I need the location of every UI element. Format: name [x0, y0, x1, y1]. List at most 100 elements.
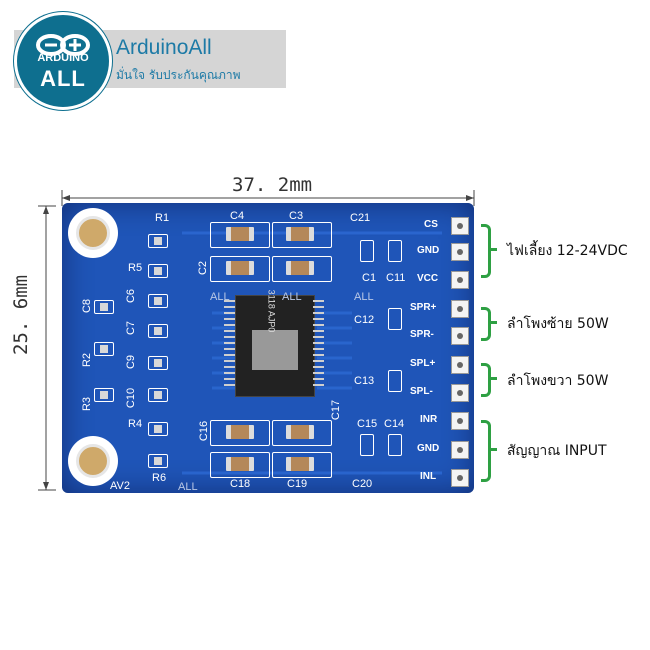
silk-r5: R5: [128, 262, 143, 274]
bracket-right-speaker: [481, 363, 491, 397]
capacitor-c19: [286, 457, 314, 471]
annotation-right-speaker: ลำโพงขวา 50W: [507, 373, 609, 389]
arduino-all-logo-icon: [14, 12, 112, 110]
mounting-hole-top: [68, 208, 118, 258]
capacitor-c10: [148, 388, 168, 402]
annotation-left-speaker: ลำโพงซ้าย 50W: [507, 316, 609, 332]
silk-c14: C14: [384, 418, 405, 430]
capacitor-c3: [286, 227, 314, 241]
silk-c6: C6: [125, 288, 138, 304]
mounting-hole-bottom: [68, 436, 118, 486]
silk-c11: C11: [386, 272, 406, 284]
silk-c16: C16: [198, 420, 211, 442]
bracket-power: [481, 224, 491, 278]
pin-inl[interactable]: [451, 469, 469, 487]
annotation-input: สัญญาณ INPUT: [507, 443, 607, 459]
capacitor-c9: [148, 356, 168, 370]
capacitor-c21b-frame: [272, 256, 332, 282]
capacitor-c2: [226, 261, 254, 275]
chip-thermal-pad: [252, 330, 298, 370]
chip-pins: [224, 300, 324, 386]
bracket-power-tip: [491, 248, 497, 251]
watermark-all-4: ALL: [178, 481, 198, 493]
pin-spr-plus[interactable]: [451, 300, 469, 318]
pin-label-gnd-input: GND: [417, 443, 440, 454]
silk-c10: C10: [125, 387, 138, 409]
capacitor-c19-frame: [272, 452, 332, 478]
pin-vcc[interactable]: [451, 271, 469, 289]
pin-label-spl-plus: SPL+: [410, 358, 436, 369]
silk-r6: R6: [152, 472, 167, 484]
bracket-right-speaker-tip: [491, 377, 497, 380]
silk-c1: C1: [362, 272, 377, 284]
capacitor-c15: [360, 434, 374, 456]
silk-r4: R4: [128, 418, 143, 430]
resistor-r2: [94, 342, 114, 356]
resistor-r6: [148, 454, 168, 468]
capacitor-c2-frame: [210, 256, 270, 282]
silk-c8: C8: [81, 298, 94, 314]
silk-c7: C7: [125, 320, 138, 336]
pin-cs[interactable]: [451, 217, 469, 235]
capacitor-c1: [360, 240, 374, 262]
dimension-width-label: 37. 2mm: [232, 174, 313, 196]
capacitor-c21b: [286, 261, 314, 275]
capacitor-c13: [388, 370, 402, 392]
brand-name: ArduinoAll: [116, 36, 212, 59]
capacitor-c18: [226, 457, 254, 471]
capacitor-c18-frame: [210, 452, 270, 478]
silk-c15: C15: [357, 418, 378, 430]
bracket-left-speaker-tip: [491, 321, 497, 324]
brand-tagline: มั่นใจ รับประกันคุณภาพ: [116, 68, 241, 82]
silk-c3: C3: [289, 210, 304, 222]
capacitor-c11: [388, 240, 402, 262]
silk-c2: C2: [197, 260, 210, 276]
silk-c18: C18: [230, 478, 251, 490]
resistor-r4: [148, 422, 168, 436]
pin-label-vcc: VCC: [417, 273, 439, 284]
silk-c17: C17: [330, 399, 343, 421]
resistor-r1: [148, 234, 168, 248]
amplifier-chip: [235, 295, 315, 397]
infinity-icon: [36, 34, 90, 56]
pin-spl-minus[interactable]: [451, 384, 469, 402]
pin-gnd-power[interactable]: [451, 243, 469, 261]
pin-label-cs: CS: [424, 219, 438, 230]
pin-label-spl-minus: SPL-: [410, 386, 433, 397]
capacitor-c12: [388, 308, 402, 330]
pin-label-spr-minus: SPR-: [410, 329, 434, 340]
pin-gnd-input[interactable]: [451, 441, 469, 459]
capacitor-c6: [148, 294, 168, 308]
pin-label-gnd-power: GND: [417, 245, 440, 256]
pin-label-inl: INL: [420, 471, 437, 482]
pin-spl-plus[interactable]: [451, 356, 469, 374]
pin-inr[interactable]: [451, 412, 469, 430]
capacitor-c17: [286, 425, 314, 439]
silk-r2: R2: [81, 352, 94, 368]
silk-r3: R3: [81, 396, 94, 412]
silk-c9: C9: [125, 354, 138, 370]
capacitor-c4: [226, 227, 254, 241]
watermark-all-1: ALL: [210, 291, 230, 303]
silk-c19: C19: [287, 478, 308, 490]
capacitor-c16-frame: [210, 420, 270, 446]
capacitor-c4-frame: [210, 222, 270, 248]
dimension-height-label: 25. 6mm: [10, 274, 32, 355]
capacitor-c17-frame: [272, 420, 332, 446]
silk-c21: C21: [350, 212, 371, 224]
watermark-all-2: ALL: [282, 291, 302, 303]
bracket-input: [481, 420, 491, 482]
logo-text-arduino: ARDUINO: [37, 52, 89, 64]
resistor-r3: [94, 388, 114, 402]
capacitor-c14: [388, 434, 402, 456]
logo-text-all: ALL: [40, 66, 86, 91]
capacitor-c3-frame: [272, 222, 332, 248]
capacitor-c7: [148, 324, 168, 338]
capacitor-c16: [226, 425, 254, 439]
pin-spr-minus[interactable]: [451, 327, 469, 345]
capacitor-c8: [94, 300, 114, 314]
silk-av2: AV2: [110, 480, 130, 492]
pin-label-spr-plus: SPR+: [410, 302, 437, 313]
resistor-r5: [148, 264, 168, 278]
